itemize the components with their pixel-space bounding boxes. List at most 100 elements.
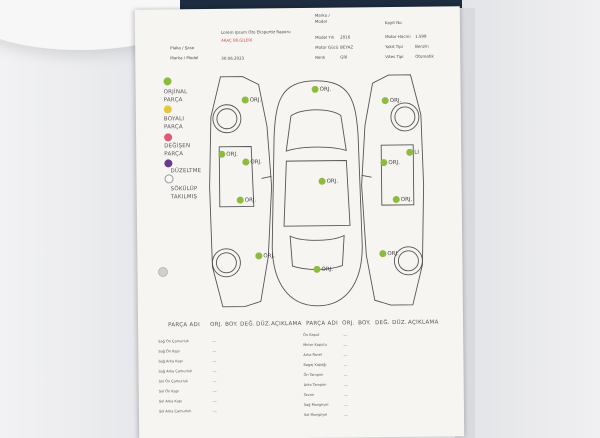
marker-label: ORJ. (400, 196, 413, 203)
legend-dot-removed (164, 174, 174, 184)
table-row-label: Sol Ön Kapı (158, 389, 179, 394)
table-row-label: Sağ Ön Kapı (158, 349, 180, 354)
inspection-sheet: Lorem Ipsum Oto Ekspertiz Raporu ARAÇ Bİ… (134, 6, 465, 438)
info-label: Renk (315, 54, 326, 60)
table-cell: — (343, 372, 348, 378)
marker-left-rear (255, 252, 263, 260)
table-cell: — (212, 358, 217, 364)
marker-hood (311, 85, 319, 93)
legend-label: BOYALI (163, 116, 185, 123)
marker-label: ORJ. (389, 97, 402, 105)
header-title: Lorem Ipsum Oto Ekspertiz Raporu (220, 29, 291, 35)
marker-roof (318, 177, 326, 185)
legend-dot-replaced (164, 133, 173, 142)
table-row-label: Sağ Arka Çamurluk (158, 369, 193, 374)
table-header: PARÇA ADI (306, 320, 339, 327)
table-cell: — (343, 412, 349, 418)
table-cell: — (212, 378, 217, 384)
table-cell: — (343, 392, 348, 398)
legend-label: TAKILMIŞ (170, 194, 198, 201)
legend-label: DEĞİŞEN (164, 143, 191, 150)
info-label: Yakıt Tipi (385, 43, 403, 50)
legend-dot-repaired (164, 159, 173, 168)
punch-hole (158, 267, 168, 277)
info-value: 1.598 (415, 33, 427, 39)
info-label: Model Yılı (315, 34, 335, 40)
table-header: ORJ. (210, 321, 223, 328)
header-sub2: Marka / Model (170, 55, 199, 61)
table-row-label: Sol Arka Kapı (158, 399, 182, 404)
car-diagram (209, 74, 425, 308)
table-header: BOY. (225, 321, 238, 328)
table-row-label: Arka Tampon (303, 382, 327, 387)
legend-label: ORJİNAL (163, 89, 188, 96)
info-label: Motor Gücü (315, 44, 339, 50)
marker-label: ORJ. (326, 178, 339, 185)
legend-label: PARÇA (163, 97, 183, 104)
marker-left-fender (242, 158, 250, 166)
marker-label: ORJ. (388, 159, 400, 167)
marker-label: ORJ. (249, 97, 262, 104)
table-cell: — (343, 342, 348, 348)
info-value: 2016 (340, 34, 351, 40)
background-right (462, 0, 600, 438)
marker-label: ORJ. (250, 159, 262, 166)
table-row-label: Sağ Marşpiyel (303, 402, 329, 407)
table-cell: — (212, 408, 217, 414)
info-label: Model (314, 18, 327, 24)
table-header: BOY. (358, 320, 371, 327)
legend-label: PARÇA (163, 124, 183, 131)
marker-label: ORJ. (387, 250, 399, 258)
table-header: PARÇA ADI (168, 322, 201, 329)
table-header: DÜZ. (256, 321, 271, 328)
info-label: Vites Tipi (385, 53, 404, 60)
marker-right-front (381, 97, 389, 105)
background-left (0, 0, 150, 438)
table-row-label: Bagaj Kapağı (303, 362, 327, 367)
legend-label: SÖKÜLÜP (170, 186, 198, 193)
table-cell: — (212, 388, 217, 394)
table-row-label: Ön Tampon (303, 372, 324, 377)
legend-dot-original (163, 77, 172, 86)
table-row-label: Ön Kaput (303, 332, 320, 337)
marker-trunk (313, 265, 321, 273)
header-date: 30.06.2023 (221, 55, 245, 61)
marker-left-front (241, 96, 249, 104)
table-row-label: Sağ Arka Kapı (158, 359, 183, 364)
marker-left-front-door (218, 150, 226, 158)
table-cell: — (212, 368, 217, 374)
table-header: DEĞ. (240, 321, 256, 328)
table-row-label: Sol Marşpiyel (303, 412, 328, 417)
marker-label: ORJ. (226, 151, 238, 158)
table-cell: — (343, 402, 348, 408)
header-red-line: ARAÇ BİLGİLERİ (221, 37, 253, 43)
table-cell: — (212, 348, 217, 354)
info-label: Kayıt No (384, 19, 402, 26)
marker-right-front-door (406, 148, 414, 156)
table-cell: — (343, 332, 348, 338)
table-row-label: Sağ Ön Çamurluk (158, 339, 189, 344)
table-cell: — (343, 382, 348, 388)
marker-label: LI (414, 149, 419, 156)
table-row-label: Tavan (303, 392, 314, 397)
info-value: Otomatik (415, 53, 434, 59)
info-value: BEYAZ (340, 44, 354, 50)
info-value: GRİ (340, 54, 348, 60)
table-header: ORJ. (342, 320, 355, 327)
table-header: AÇIKLAMA (271, 320, 302, 328)
table-row-label: Motor Kaputu (303, 342, 327, 347)
table-row-label: Sol Ön Çamurluk (158, 379, 189, 384)
marker-right-fender (380, 159, 388, 167)
marker-label: ORJ. (263, 253, 275, 260)
info-label: Motor Hacmi (385, 33, 411, 40)
table-cell: — (343, 362, 348, 368)
marker-label: ORJ. (244, 197, 257, 204)
table-row-label: Arka Panel (303, 352, 322, 357)
marker-label: ORJ. (319, 86, 332, 93)
marker-left-rear-door (236, 196, 244, 204)
table-header: DÜZ. (392, 319, 407, 327)
marker-label: ORJ. (321, 266, 334, 273)
legend-dot-painted (163, 105, 172, 114)
table-header: DEĞ. (375, 320, 391, 327)
